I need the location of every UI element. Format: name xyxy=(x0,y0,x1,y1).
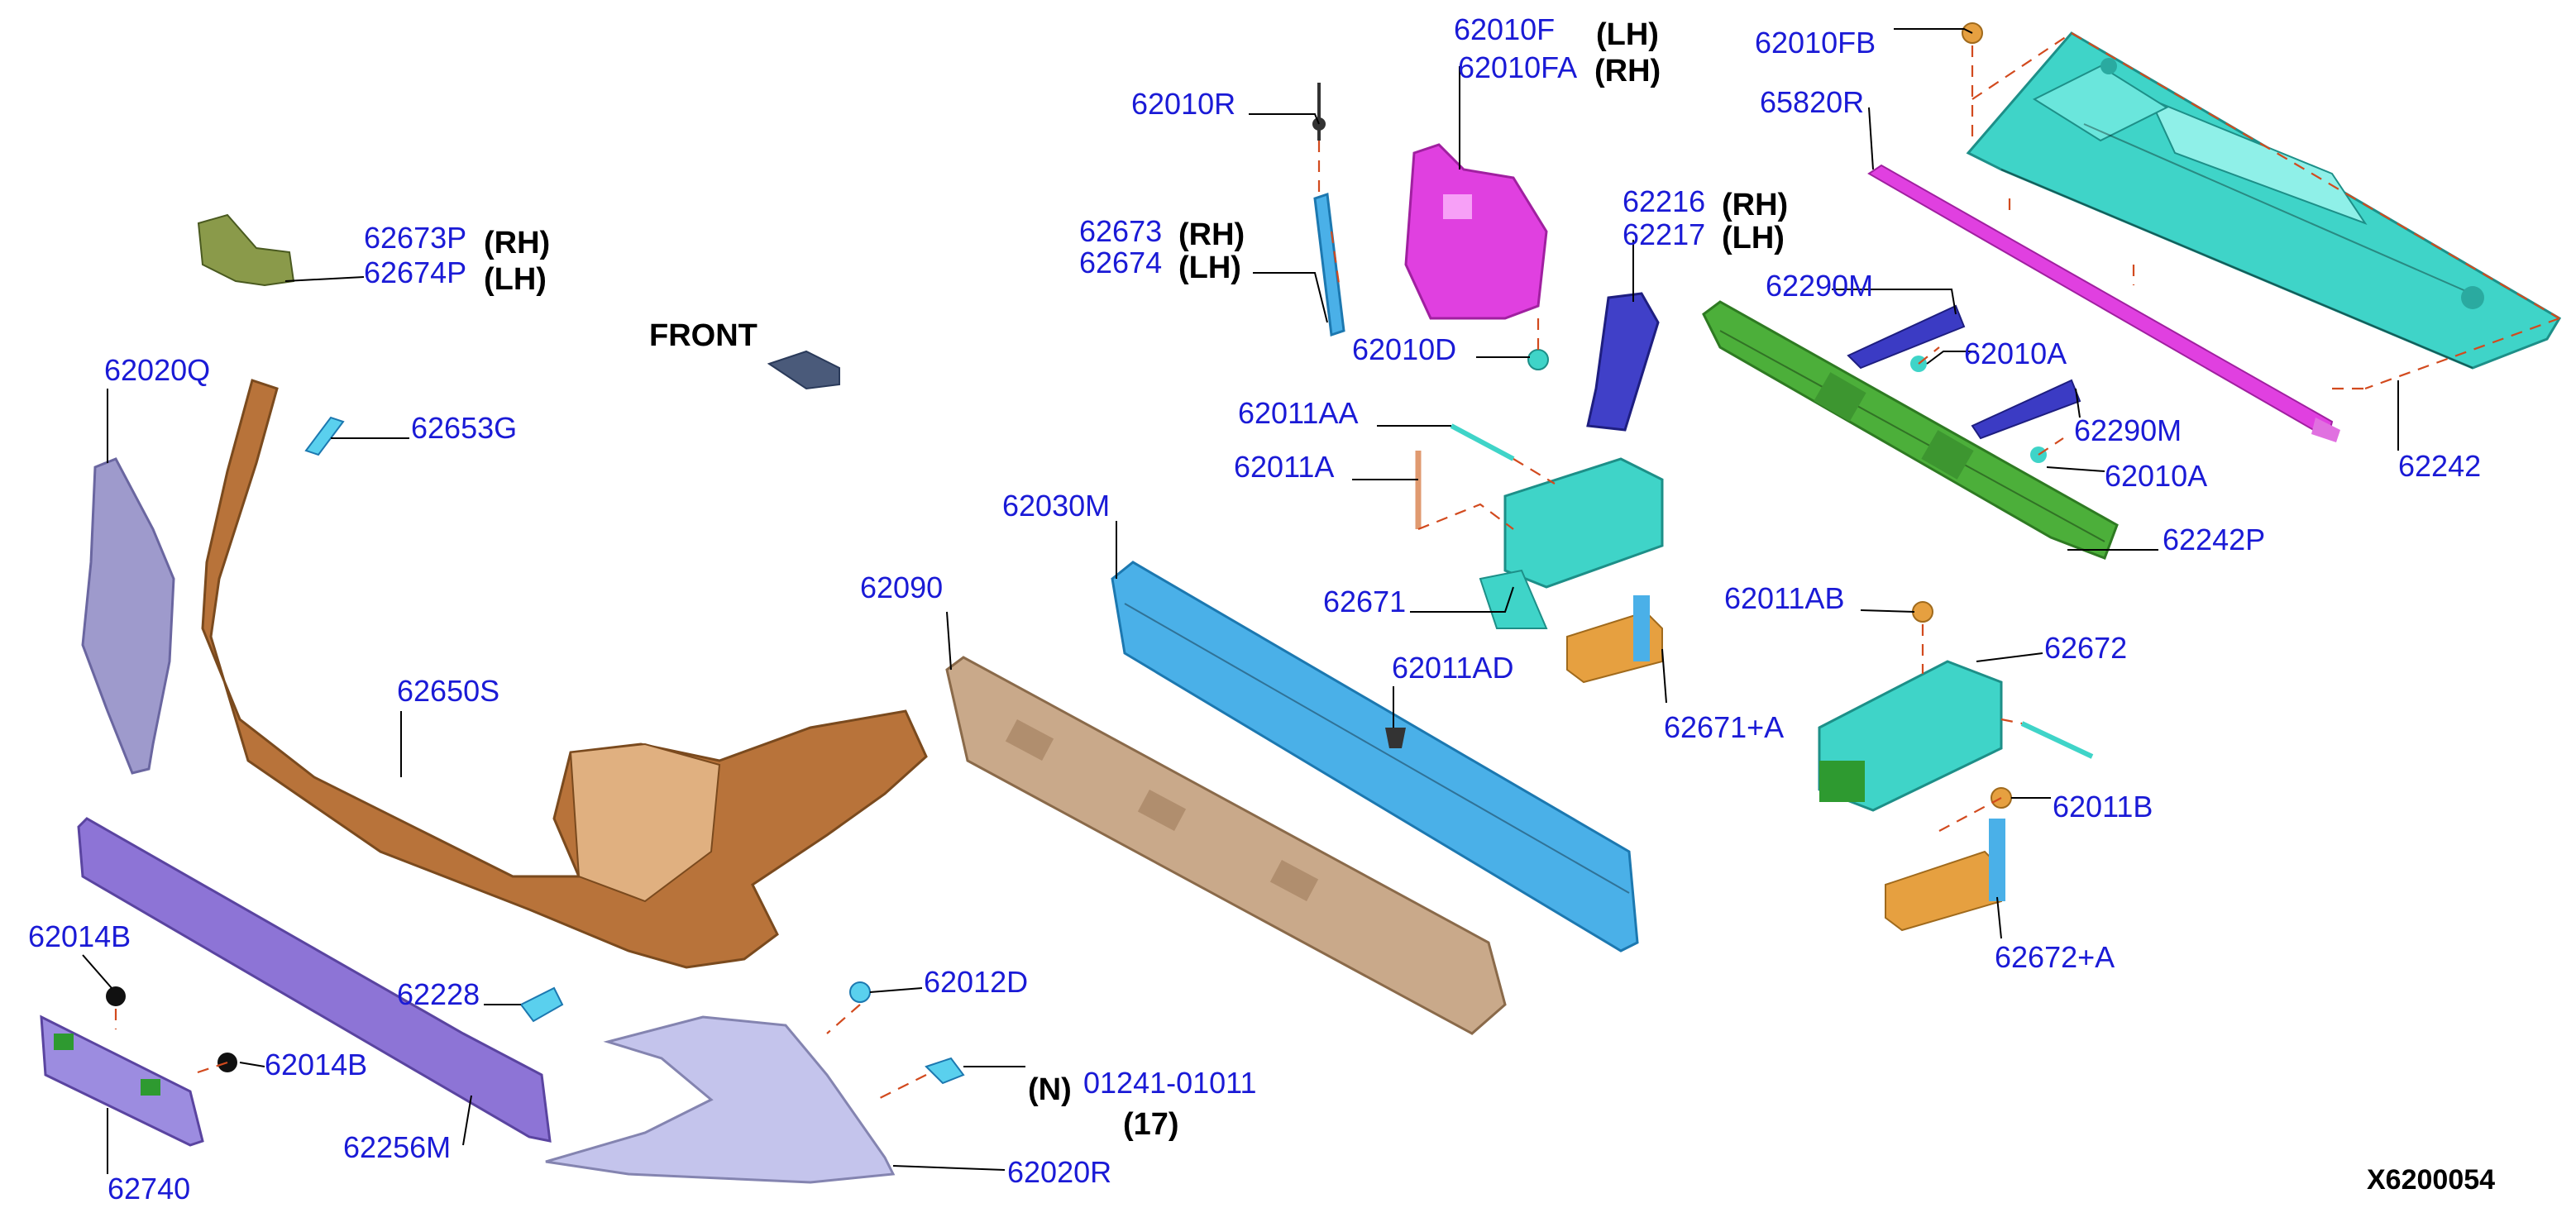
label-01241-qty: (17) xyxy=(1123,1107,1179,1142)
label-62242P: 62242P xyxy=(2163,523,2265,556)
label-62030M: 62030M xyxy=(1002,489,1110,523)
side-piece-62020Q xyxy=(81,457,175,775)
lower-support-62242P xyxy=(1702,300,2119,560)
label-62014B-a: 62014B xyxy=(28,919,131,953)
label-62674: 62674 xyxy=(1079,246,1162,279)
label-01241: 01241-01011 xyxy=(1083,1066,1257,1100)
front-arrow-icon xyxy=(767,350,840,390)
label-62010FB: 62010FB xyxy=(1755,26,1876,60)
label-62010FA-side: (RH) xyxy=(1594,54,1661,88)
label-62673P: 62673P xyxy=(364,221,466,255)
bumper-fascia-62650S xyxy=(201,379,928,969)
label-62674P-side: (LH) xyxy=(484,262,547,297)
label-62011A: 62011A xyxy=(1234,450,1334,484)
bracket-62010F xyxy=(1404,143,1548,320)
label-62216: 62216 xyxy=(1623,184,1705,218)
label-62256M: 62256M xyxy=(343,1130,451,1164)
label-62650S: 62650S xyxy=(397,674,499,708)
label-62228: 62228 xyxy=(397,977,480,1011)
label-62010F: 62010F xyxy=(1454,12,1555,46)
clip-01241-icon xyxy=(925,1057,965,1085)
label-62011B: 62011B xyxy=(2053,790,2153,824)
clip-62010D-icon xyxy=(1527,349,1549,370)
leader-lines xyxy=(82,28,2399,1174)
clip-62014B-a-icon xyxy=(106,986,126,1006)
clip-62228-icon xyxy=(519,986,564,1023)
label-62010D: 62010D xyxy=(1352,332,1456,366)
label-62216-side: (RH) xyxy=(1722,188,1788,222)
label-01241-prefix: (N) xyxy=(1028,1072,1072,1107)
upper-panel-62242 xyxy=(1966,31,2562,370)
label-62010FA: 62010FA xyxy=(1458,50,1577,84)
label-62290M-a: 62290M xyxy=(1766,269,1873,303)
label-62217-side: (LH) xyxy=(1722,221,1785,255)
label-62672: 62672 xyxy=(2044,631,2127,665)
bolt-62011AA-icon xyxy=(1450,423,1515,461)
label-62014B-b: 62014B xyxy=(265,1048,367,1081)
side-bracket-62216 xyxy=(1586,292,1660,432)
label-62653G: 62653G xyxy=(411,411,517,445)
label-62740: 62740 xyxy=(108,1172,190,1206)
drawing-code: X6200054 xyxy=(2367,1164,2495,1196)
label-62673: 62673 xyxy=(1079,214,1162,248)
label-62217: 62217 xyxy=(1623,217,1705,251)
label-62010A-b: 62010A xyxy=(2105,459,2207,493)
label-62010R: 62010R xyxy=(1131,87,1235,121)
label-62020Q: 62020Q xyxy=(104,353,210,387)
label-62674-side: (LH) xyxy=(1178,251,1241,285)
foam-62672A xyxy=(1885,819,2005,932)
sensor-62673P xyxy=(197,213,295,287)
bolt-62010R-icon xyxy=(1312,83,1326,141)
bracket-62673 xyxy=(1313,192,1345,337)
label-62010F-side: (LH) xyxy=(1596,17,1659,52)
label-62674P: 62674P xyxy=(364,255,466,289)
label-62672A: 62672+A xyxy=(1995,940,2115,974)
crash-box-62672 xyxy=(1818,660,2003,812)
assembly-lines xyxy=(114,32,2560,1100)
label-62671A: 62671+A xyxy=(1664,710,1784,744)
label-62011AB: 62011AB xyxy=(1724,581,1844,615)
clip-62011AB-icon xyxy=(1912,601,1933,623)
clip-62011AD-icon xyxy=(1385,728,1406,748)
label-62012D: 62012D xyxy=(924,965,1028,999)
seal-strip-65820R xyxy=(1867,164,2340,442)
label-62673-side: (RH) xyxy=(1178,217,1245,252)
crash-box-62671 xyxy=(1479,457,1664,629)
retainer-62290M-a xyxy=(1847,304,1966,370)
label-front: FRONT xyxy=(649,318,758,353)
retainer-62290M-b xyxy=(1971,379,2081,440)
label-62671: 62671 xyxy=(1323,585,1406,618)
label-62242: 62242 xyxy=(2398,449,2481,483)
bolt-62011B-icon xyxy=(2020,721,2094,759)
label-62020R: 62020R xyxy=(1007,1155,1111,1189)
label-62011AD: 62011AD xyxy=(1392,651,1513,685)
clip-62012D-icon xyxy=(849,981,871,1003)
lower-cover-62020R xyxy=(545,1015,896,1184)
foam-62671A xyxy=(1566,595,1663,684)
label-62011AA: 62011AA xyxy=(1238,396,1358,430)
reinforcement-62030M xyxy=(1111,561,1639,952)
grille-62256M xyxy=(77,817,552,1143)
label-62673P-side: (RH) xyxy=(484,226,550,260)
label-62090: 62090 xyxy=(860,571,943,604)
label-62290M-b: 62290M xyxy=(2074,413,2182,447)
part-labels: 62010F (LH) 62010FA (RH) 62010FB 65820R … xyxy=(28,12,2495,1206)
label-65820R: 65820R xyxy=(1760,85,1864,119)
energy-absorber-62090 xyxy=(945,656,1507,1035)
clip-62653G-icon xyxy=(304,416,345,456)
label-62010A-a: 62010A xyxy=(1964,337,2067,370)
license-bracket-62740 xyxy=(40,1015,204,1147)
